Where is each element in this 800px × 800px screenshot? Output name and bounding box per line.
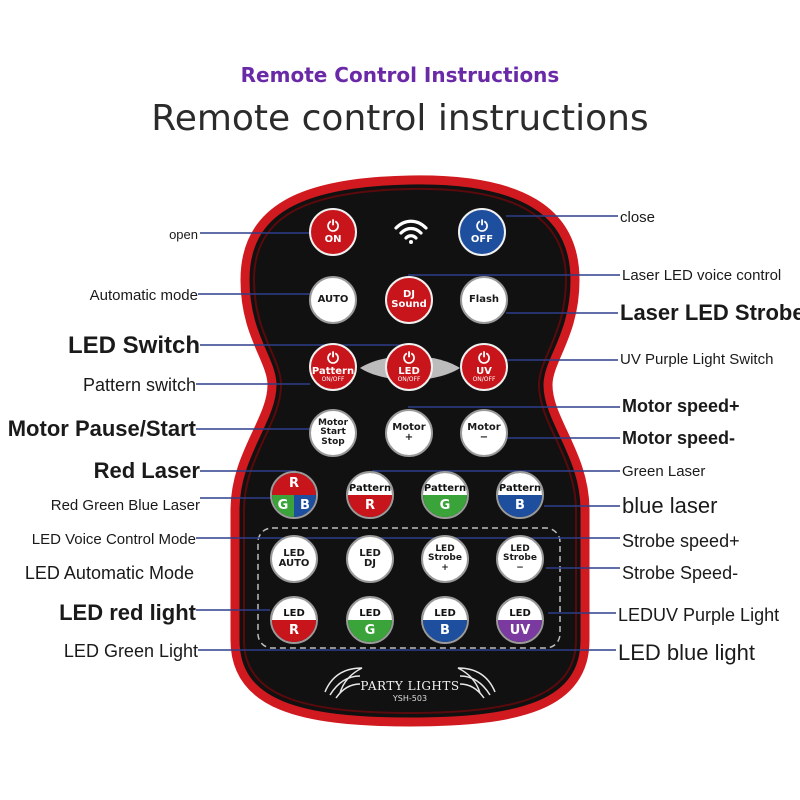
wifi-icon <box>394 219 428 244</box>
motor-start-stop-button[interactable]: Motor Start Stop <box>309 409 357 457</box>
label-led-green-light: LED Green Light <box>63 641 198 661</box>
label-uv-purple-light-switch: UV Purple Light Switch <box>620 351 774 368</box>
rgb-laser-button[interactable]: R G B <box>270 471 318 519</box>
page-subtitle: Remote Control Instructions <box>240 63 560 87</box>
led-strobe-minus-button[interactable]: LED Strobe − <box>496 535 544 583</box>
power-icon: ⏻ <box>478 348 490 367</box>
label-automatic-mode: Automatic mode <box>89 287 198 304</box>
led-section-frame <box>257 527 561 649</box>
label-led-blue-light: LED blue light <box>618 640 755 665</box>
label-strobe-speed-minus: Strobe Speed- <box>622 563 739 583</box>
callout-lines <box>196 215 620 651</box>
motor-minus-button[interactable]: Motor − <box>460 409 508 457</box>
label-red-laser: Red Laser <box>93 458 200 483</box>
led-power-button[interactable]: ⏻ LED ON/OFF <box>385 343 433 391</box>
on-button[interactable]: ⏻ ON <box>309 208 357 256</box>
led-auto-button[interactable]: LED AUTO <box>270 535 318 583</box>
label-laser-led-voice-control: Laser LED voice control <box>622 267 782 284</box>
label-green-laser: Green Laser <box>622 463 706 480</box>
label-blue-laser: blue laser <box>622 493 718 518</box>
label-led-automatic-mode: LED Automatic Mode <box>24 563 194 583</box>
label-motor-pause-start: Motor Pause/Start <box>7 416 196 441</box>
label-motor-speed-plus: Motor speed+ <box>622 396 740 416</box>
page-title: Remote control instructions <box>151 98 649 139</box>
label-strobe-speed-plus: Strobe speed+ <box>622 531 740 551</box>
uv-power-button[interactable]: ⏻ UV ON/OFF <box>460 343 508 391</box>
pattern-red-button[interactable]: Pattern R <box>346 471 394 519</box>
label-led-red-light: LED red light <box>59 600 196 625</box>
pattern-green-button[interactable]: Pattern G <box>421 471 469 519</box>
led-blue-button[interactable]: LED B <box>421 596 469 644</box>
wings-logo <box>324 667 496 699</box>
power-icon: ⏻ <box>327 348 339 367</box>
led-green-button[interactable]: LED G <box>346 596 394 644</box>
led-dj-button[interactable]: LED DJ <box>346 535 394 583</box>
motor-plus-button[interactable]: Motor + <box>385 409 433 457</box>
label-red-green-blue-laser: Red Green Blue Laser <box>50 497 200 514</box>
label-close: close <box>620 209 656 226</box>
label-led-switch: LED Switch <box>67 332 200 359</box>
dj-sound-button[interactable]: DJ Sound <box>385 276 433 324</box>
pattern-power-button[interactable]: ⏻ Pattern ON/OFF <box>309 343 357 391</box>
led-red-button[interactable]: LED R <box>270 596 318 644</box>
label-led-voice-control-mode: LED Voice Control Mode <box>31 531 196 548</box>
label-laser-led-strobe: Laser LED Strobe <box>620 300 800 325</box>
label-open: open <box>169 227 198 242</box>
label-motor-speed-minus: Motor speed- <box>622 428 736 448</box>
label-leduv-purple-light: LEDUV Purple Light <box>618 605 780 625</box>
flash-button[interactable]: Flash <box>460 276 508 324</box>
brand-name: PARTY LIGHTS <box>360 679 460 693</box>
auto-button[interactable]: AUTO <box>309 276 357 324</box>
label-pattern-switch: Pattern switch <box>82 375 196 395</box>
power-icon: ⏻ <box>476 216 488 235</box>
led-uv-button[interactable]: LED UV <box>496 596 544 644</box>
led-strobe-plus-button[interactable]: LED Strobe + <box>421 535 469 583</box>
power-icon: ⏻ <box>327 216 339 235</box>
off-button[interactable]: ⏻ OFF <box>458 208 506 256</box>
pattern-blue-button[interactable]: Pattern B <box>496 471 544 519</box>
remote-inner-border <box>243 187 577 715</box>
power-icon: ⏻ <box>403 348 415 367</box>
model-number: YSH-503 <box>392 694 428 703</box>
